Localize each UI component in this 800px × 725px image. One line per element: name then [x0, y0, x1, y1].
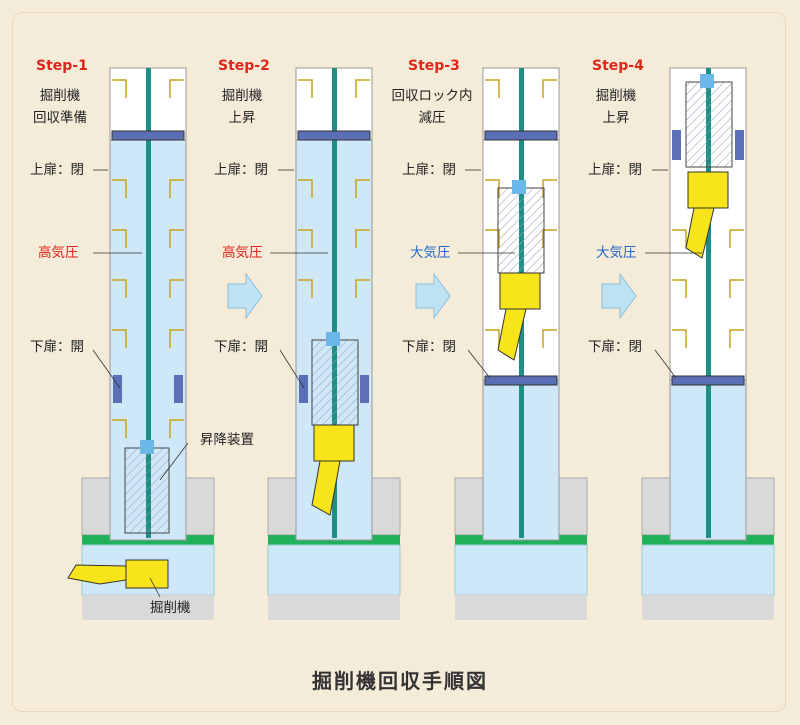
step-1-pressure: 高気圧 [38, 244, 79, 261]
upper-door-left [672, 130, 681, 160]
step-2-panel: Step-2 掘削機 上昇 上扉：閉 高気圧 下扉：開 [214, 58, 401, 620]
base-block [642, 595, 774, 620]
step-3-upper-door: 上扉：閉 [402, 162, 456, 178]
step-1-label: Step-1 [36, 58, 88, 74]
step-3-pressure: 大気圧 [410, 245, 451, 261]
lower-chamber [267, 544, 401, 596]
excavator-arm [497, 308, 527, 361]
guide-rod [146, 68, 151, 538]
step-3-label: Step-3 [408, 58, 460, 74]
guide-rod [332, 68, 337, 538]
shaft-frames [298, 79, 370, 298]
step-2-caption-line-1: 掘削機 [222, 88, 263, 104]
step-3-panel: Step-3 回収ロック内 減圧 上扉：閉 大気圧 下扉：閉 [392, 58, 588, 620]
step-1-upper-door: 上扉：閉 [30, 162, 84, 178]
step-arrow-2 [415, 272, 451, 320]
guide-rod [706, 68, 711, 538]
lift-device-label: 昇降装置 [200, 432, 254, 448]
step-4-pressure: 大気圧 [596, 245, 637, 261]
step-4-lower-door: 下扉：閉 [588, 339, 642, 355]
step-1-caption-line-1: 掘削機 [40, 88, 81, 104]
lower-chamber [641, 544, 775, 596]
excavator-body [687, 171, 729, 209]
excavator-arm [685, 207, 715, 259]
step-3-caption-line-2: 減圧 [419, 109, 446, 126]
excavator-label: 掘削機 [150, 600, 191, 616]
step-arrow-1 [227, 272, 263, 320]
step-2-caption-line-2: 上昇 [229, 110, 256, 126]
lower-door-left [113, 375, 122, 403]
lift-device [311, 339, 359, 426]
excavator-body [499, 272, 541, 310]
step-2-label: Step-2 [218, 58, 270, 74]
lower-door-right [360, 375, 369, 403]
lift-top [326, 332, 340, 346]
lift-top [140, 440, 154, 454]
step-3-lower-door: 下扉：閉 [402, 339, 456, 355]
lift-top [700, 74, 714, 88]
lower-door-left [299, 375, 308, 403]
step-2-lower-door: 下扉：開 [214, 339, 268, 355]
lift-device [685, 81, 733, 168]
excavator-body [125, 559, 169, 589]
lower-door-right [174, 375, 183, 403]
figure-title: 掘削機回収手順図 [312, 669, 488, 693]
excavator-arm [67, 564, 127, 585]
lift-top [512, 180, 526, 194]
step-1-panel: Step-1 掘削機 回収準備 上扉：閉 高気圧 下扉：開 昇降装置 掘削機 [30, 58, 254, 620]
step-4-caption-line-1: 掘削機 [596, 88, 637, 104]
step-4-caption-line-2: 上昇 [603, 110, 630, 126]
step-4-label: Step-4 [592, 58, 644, 74]
shaft-frames [112, 79, 184, 438]
step-arrow-3 [601, 272, 637, 320]
excavator-body [313, 424, 355, 462]
base-block [82, 595, 214, 620]
base-block [455, 595, 587, 620]
lower-chamber [454, 544, 588, 596]
lower-door [671, 375, 745, 386]
base-block [268, 595, 400, 620]
step-2-upper-door: 上扉：閉 [214, 162, 268, 178]
step-4-panel: Step-4 掘削機 上昇 上扉：閉 大気圧 下扉：閉 [588, 58, 775, 620]
upper-door [297, 130, 371, 141]
lift-device [124, 447, 170, 534]
step-1-lower-door: 下扉：開 [30, 339, 84, 355]
upper-door [484, 130, 558, 141]
lower-door [484, 375, 558, 386]
step-2-pressure: 高気圧 [222, 244, 263, 261]
shaft-frames [672, 229, 744, 348]
step-3-caption-line-1: 回収ロック内 [392, 88, 473, 104]
upper-door-right [735, 130, 744, 160]
lift-device [497, 187, 545, 274]
step-1-caption-line-2: 回収準備 [33, 110, 87, 126]
excavator-arm [311, 460, 341, 516]
upper-door [111, 130, 185, 141]
step-4-upper-door: 上扉：閉 [588, 162, 642, 178]
